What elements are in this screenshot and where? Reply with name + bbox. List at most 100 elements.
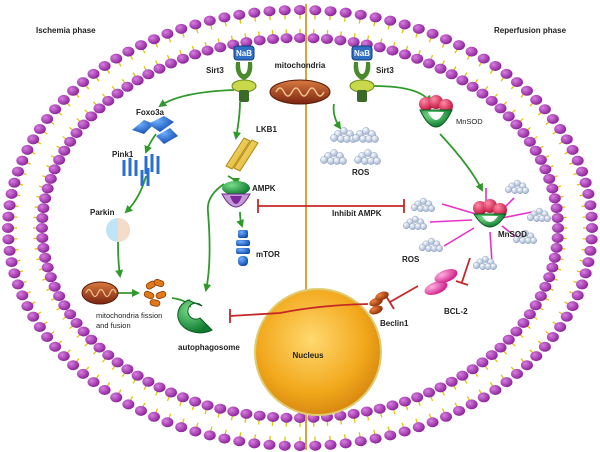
lipid-head — [384, 430, 397, 441]
foxo3a-to-pink1-arrow — [144, 133, 157, 154]
beclin1-inhibits-autophagosome-line — [229, 303, 369, 317]
lipid-head — [218, 433, 231, 444]
ros-molecule — [354, 156, 362, 164]
lipid-head — [21, 301, 34, 312]
ros-molecule — [544, 215, 551, 222]
lipid-head — [538, 104, 551, 115]
lipid-head — [485, 350, 498, 361]
lipid-head — [502, 334, 515, 345]
lipid-head — [398, 49, 411, 60]
lipid-head — [218, 12, 231, 23]
lipid-head — [294, 441, 306, 451]
lipid-head — [70, 318, 83, 328]
lipid-head — [571, 155, 584, 166]
lipid-head — [489, 385, 502, 396]
lipid-head — [485, 95, 498, 106]
ampk-complex — [221, 181, 251, 208]
lipid-head — [294, 33, 306, 43]
lipid-head — [510, 77, 523, 88]
nucleus-label: Nucleus — [292, 351, 324, 360]
nab-left: NaB — [233, 45, 255, 61]
lipid-head — [39, 252, 52, 263]
foxo3a-protein — [132, 116, 178, 144]
lipid-head — [294, 413, 306, 423]
sirt3-receptor-right — [349, 62, 375, 102]
lipid-head — [510, 326, 523, 337]
lipid-head — [5, 188, 18, 199]
lipid-head — [582, 257, 595, 268]
lipid-head — [510, 368, 523, 379]
lipid-head — [534, 154, 547, 165]
lipid-head — [552, 223, 564, 233]
lipid-head — [307, 33, 320, 44]
lipid-head — [520, 85, 533, 96]
ros-molecule — [472, 262, 480, 270]
lipid-head — [33, 321, 46, 332]
lipid-head — [466, 364, 479, 375]
lipid-head — [49, 341, 62, 352]
lipid-head — [111, 88, 124, 99]
lipid-head — [253, 410, 266, 421]
ros-molecule — [420, 223, 427, 230]
lipid-head — [267, 34, 280, 45]
lipid-head — [538, 341, 551, 352]
lipid-head — [263, 6, 276, 17]
lipid-head — [423, 58, 435, 69]
lipid-head — [44, 272, 57, 283]
lipid-head — [203, 430, 216, 441]
bcl2-label: BCL-2 — [444, 307, 468, 316]
ros-molecule — [330, 134, 338, 142]
lipid-head — [530, 351, 543, 362]
lipid-head — [3, 200, 16, 211]
lipid-head — [189, 49, 202, 60]
mnsod-top-label: MnSOD — [456, 117, 483, 126]
lipid-head — [41, 262, 54, 273]
lipid-head — [489, 60, 502, 71]
bcl2-protein — [424, 269, 458, 295]
lipid-head — [227, 406, 240, 417]
lipid-head — [554, 321, 567, 332]
lipid-head — [161, 417, 174, 428]
lipid-head — [320, 34, 333, 45]
mtor-label: mTOR — [256, 250, 280, 259]
lipid-head — [64, 136, 77, 147]
lipid-head — [110, 392, 123, 403]
lipid-head — [445, 376, 458, 387]
lipid-head — [278, 440, 291, 451]
nucleus: Nucleus — [254, 288, 382, 416]
lipid-head — [386, 45, 399, 56]
lipid-head — [411, 392, 424, 403]
lipid-head — [440, 34, 452, 45]
lipid-head — [110, 53, 123, 64]
ros-molecule — [373, 157, 381, 165]
lipid-head — [373, 42, 386, 53]
lipid-head — [33, 124, 46, 135]
lipid-head — [546, 114, 559, 124]
lipid-head — [500, 377, 513, 388]
lipid-head — [77, 368, 90, 379]
lipid-head — [44, 173, 57, 184]
lipid-head — [500, 68, 513, 79]
lipid-head — [53, 154, 66, 165]
lipid-head — [189, 426, 202, 437]
ros-molecule — [526, 214, 534, 222]
lipid-head — [21, 144, 34, 155]
lipid-head — [369, 433, 382, 444]
lipid-head — [85, 334, 98, 345]
lipid-head — [175, 422, 188, 433]
lipid-head — [334, 35, 347, 46]
lipid-head — [456, 370, 469, 381]
lipid-head — [122, 46, 135, 57]
lipid-head — [523, 136, 536, 147]
lipid-head — [214, 403, 227, 414]
autophagosome-label: autophagosome — [178, 343, 240, 352]
lipid-head — [554, 124, 567, 135]
lipid-head — [543, 272, 556, 283]
ros-molecule — [410, 204, 418, 212]
lipid-head — [64, 309, 77, 320]
lipid-head — [523, 309, 536, 320]
lipid-head — [324, 6, 337, 17]
lipid-head — [426, 28, 439, 39]
lipid-head — [267, 411, 280, 422]
lipid-head — [324, 439, 337, 450]
